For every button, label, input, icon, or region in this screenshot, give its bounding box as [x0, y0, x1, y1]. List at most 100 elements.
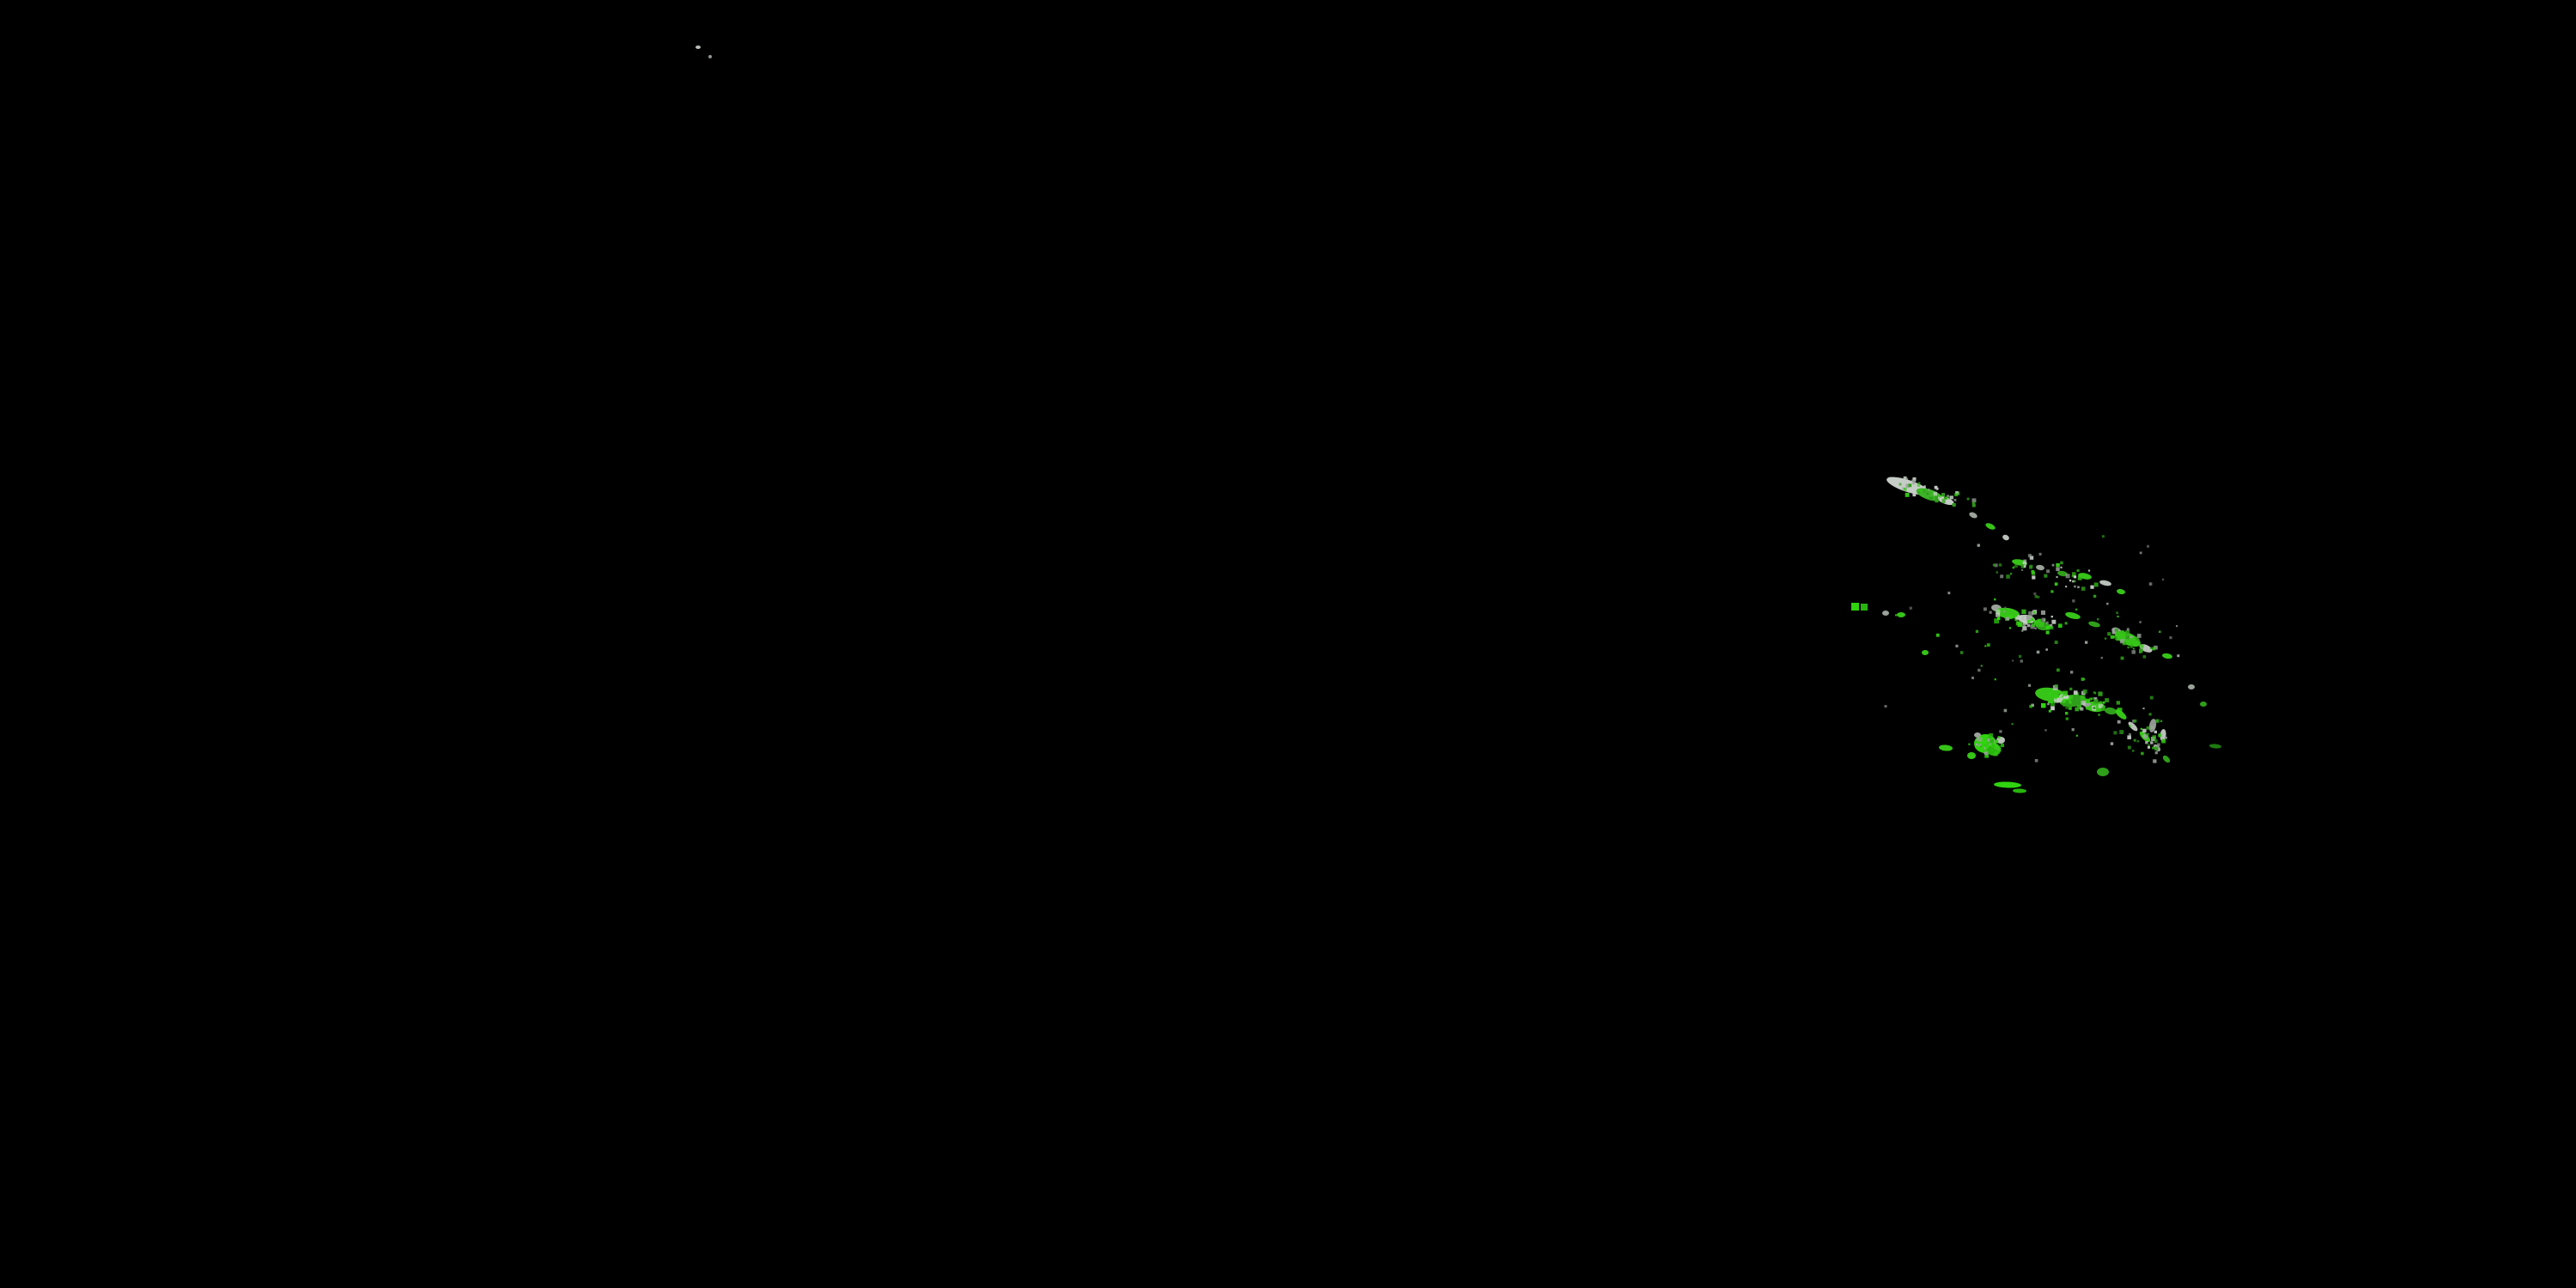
echo-speckle: [2146, 726, 2150, 730]
echo-speckle: [2045, 648, 2048, 651]
echo-speckle: [2155, 719, 2160, 723]
echo-speckle: [2022, 623, 2026, 627]
echo-speckle: [1978, 742, 1981, 745]
echo-speckle: [1908, 483, 1912, 488]
echo-speckle: [1910, 487, 1913, 490]
echo-speckle: [2054, 698, 2059, 703]
echo-speckle: [1911, 481, 1913, 484]
echo-speckle: [2035, 622, 2040, 627]
echo-speckle: [2082, 689, 2087, 694]
echo-speckle: [1994, 618, 2000, 624]
echo-speckle: [2121, 630, 2124, 635]
echo-speckle: [2020, 564, 2026, 568]
echo-speckle: [2148, 745, 2150, 749]
echo-speckle: [2029, 565, 2032, 569]
echo-speckle: [2098, 714, 2100, 716]
echo-speckle: [2050, 701, 2055, 707]
echo-speckle: [1971, 503, 1976, 507]
echo-patch: [2162, 653, 2172, 659]
echo-speckle: [2085, 641, 2088, 644]
echo-speckle: [1994, 563, 1998, 568]
echo-speckle: [1975, 629, 1979, 633]
echo-speckle: [2073, 580, 2076, 583]
echo-speckle: [2040, 610, 2045, 615]
echo-speckle: [1941, 499, 1946, 503]
echo-speckle: [1984, 645, 1987, 647]
echo-speckle: [2054, 582, 2058, 586]
echo-speckle: [1994, 678, 1996, 681]
echo-speckle: [2031, 623, 2036, 627]
echo-speckle: [2044, 729, 2047, 732]
echo-speckle: [2069, 695, 2073, 700]
echo-speckle: [2110, 742, 2114, 745]
echo-speckle: [2146, 732, 2149, 736]
echo-speckle: [2142, 708, 2145, 710]
echo-speckle: [2017, 622, 2023, 628]
echo-speckle: [2116, 611, 2118, 614]
echo-speckle: [2131, 650, 2136, 654]
echo-patch: [2065, 611, 2081, 620]
echo-patch: [1882, 611, 1889, 616]
echo-speckle: [1895, 614, 1898, 617]
echo-speckle: [2021, 609, 2026, 614]
echo-speckle: [2014, 564, 2018, 568]
echo-speckle: [2130, 635, 2133, 639]
echo-speckle: [2154, 730, 2157, 734]
echo-patch: [1937, 495, 1954, 506]
echo-speckle: [2027, 683, 2032, 687]
echo-speckle: [2054, 683, 2058, 688]
echo-speckle: [2110, 635, 2114, 639]
echo-speckle: [2063, 690, 2068, 696]
echo-speckle: [1971, 498, 1977, 503]
echo-speckle: [2150, 741, 2154, 744]
echo-speckle: [2008, 614, 2013, 620]
echo-speckle: [1983, 749, 1987, 753]
echo-speckle: [2020, 659, 2023, 663]
echo-speckle: [1986, 742, 1990, 745]
echo-patch: [2097, 768, 2109, 776]
echo-speckle: [2101, 707, 2105, 711]
echo-speckle: [2097, 618, 2099, 621]
echo-patch: [2057, 570, 2068, 577]
echo-speckle: [2050, 706, 2055, 711]
echo-speckle: [2086, 707, 2088, 710]
echo-speckle: [2098, 691, 2103, 696]
echo-speckle: [2036, 650, 2040, 654]
echo-speckle: [1982, 745, 1984, 748]
echo-speckle: [2129, 645, 2133, 648]
echo-speckle: [2027, 554, 2032, 558]
echo-speckle: [1992, 563, 1996, 567]
echo-speckle: [2136, 634, 2142, 638]
echo-speckle: [2034, 759, 2038, 762]
echo-speckle: [2099, 701, 2103, 705]
echo-speckle: [2045, 625, 2050, 630]
echo-patch: [1969, 512, 1978, 519]
echo-speckle: [2139, 648, 2143, 653]
echo-speckle: [2034, 595, 2038, 598]
echo-speckle: [1997, 736, 2001, 739]
echo-speckle: [1941, 498, 1944, 501]
echo-speckle: [2071, 572, 2076, 576]
echo-speckle: [2143, 735, 2148, 739]
echo-patch: [1939, 744, 1953, 751]
echo-speckle: [1992, 744, 1995, 746]
echo-speckle: [2081, 586, 2086, 591]
echo-speckle: [2142, 655, 2147, 659]
echo-speckle: [1905, 492, 1910, 497]
echo-speckle: [2049, 692, 2052, 696]
echo-speckle: [1996, 617, 2001, 620]
echo-speckle: [2021, 629, 2024, 632]
echo-speckle: [1996, 612, 2000, 617]
echo-speckle: [2026, 623, 2031, 628]
echo-speckle: [1934, 485, 1938, 489]
echo-speckle: [2088, 569, 2091, 572]
echo-speckle: [1911, 479, 1916, 484]
echo-speckle: [2008, 627, 2011, 629]
echo-speckle: [1989, 733, 1993, 738]
echo-speckle: [2072, 599, 2075, 603]
echo-speckle: [2037, 618, 2042, 623]
echo-speckle: [2065, 712, 2069, 715]
echo-speckle: [2000, 743, 2004, 748]
echo-speckle: [2006, 617, 2010, 621]
